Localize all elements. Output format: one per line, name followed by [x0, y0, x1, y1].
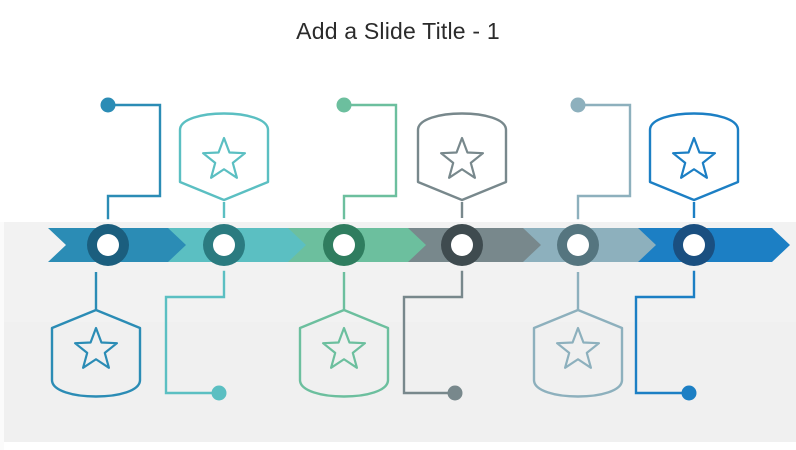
star-icon	[201, 136, 247, 179]
node-center	[213, 234, 235, 256]
node-center	[333, 234, 355, 256]
connector-step-3	[342, 103, 398, 220]
node-center	[683, 234, 705, 256]
node-step-4[interactable]	[441, 224, 483, 266]
connector-step-4	[402, 270, 464, 395]
background-band-edge	[0, 442, 796, 450]
connector-dot-2[interactable]	[211, 385, 227, 401]
badge-step-1[interactable]	[50, 308, 142, 398]
node-step-6[interactable]	[673, 224, 715, 266]
node-step-1[interactable]	[87, 224, 129, 266]
shield-icon	[50, 308, 142, 398]
connector-dot-3[interactable]	[336, 97, 352, 113]
connector-step-2	[164, 270, 226, 395]
shield-icon	[178, 112, 270, 202]
page-title: Add a Slide Title - 1	[296, 18, 500, 44]
shield-icon	[648, 112, 740, 202]
connector-step-6	[634, 270, 696, 395]
node-step-2[interactable]	[203, 224, 245, 266]
connector-step-5	[576, 103, 632, 220]
star-icon	[321, 326, 367, 369]
background-band-left	[0, 222, 4, 450]
star-icon	[671, 136, 717, 179]
badge-step-5[interactable]	[532, 308, 624, 398]
badge-step-4[interactable]	[416, 112, 508, 202]
node-center	[451, 234, 473, 256]
connector-group	[94, 103, 696, 395]
connector-dot-group	[100, 97, 697, 401]
shield-icon	[532, 308, 624, 398]
badge-group	[50, 112, 740, 398]
connector-dot-4[interactable]	[447, 385, 463, 401]
badge-step-6[interactable]	[648, 112, 740, 202]
star-icon	[555, 326, 601, 369]
shield-icon	[298, 308, 390, 398]
connector-dot-1[interactable]	[100, 97, 116, 113]
node-step-3[interactable]	[323, 224, 365, 266]
node-group	[87, 224, 715, 266]
badge-step-2[interactable]	[178, 112, 270, 202]
node-center	[97, 234, 119, 256]
star-icon	[439, 136, 485, 179]
connector-dot-5[interactable]	[570, 97, 586, 113]
star-icon	[73, 326, 119, 369]
connector-step-1	[106, 103, 162, 220]
badge-step-3[interactable]	[298, 308, 390, 398]
node-step-5[interactable]	[557, 224, 599, 266]
connector-dot-6[interactable]	[681, 385, 697, 401]
node-center	[567, 234, 589, 256]
background-band-lower	[0, 322, 796, 442]
shield-icon	[416, 112, 508, 202]
